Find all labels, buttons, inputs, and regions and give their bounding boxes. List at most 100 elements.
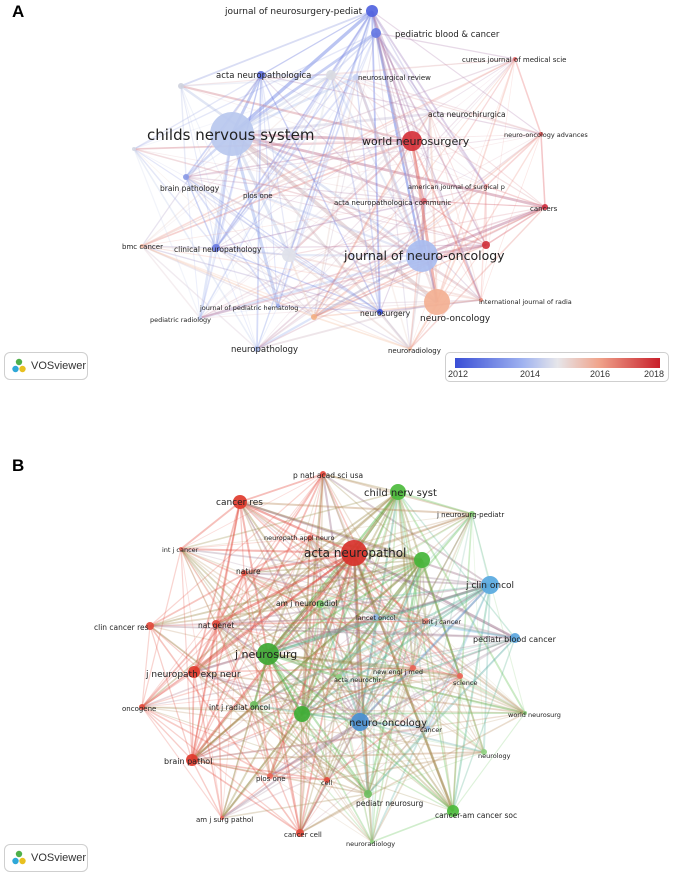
link-line [301, 559, 423, 715]
link-line [230, 133, 280, 307]
link-line [301, 713, 369, 795]
link-line [243, 572, 414, 669]
vosviewer-badge-text: VOSviewer [31, 360, 87, 372]
link-line [260, 74, 381, 313]
link-line [141, 706, 301, 834]
link-line [185, 74, 332, 178]
node-label-jns: j neurosurg [234, 648, 297, 661]
link-line [239, 473, 324, 503]
link-line [193, 491, 399, 673]
link-line [367, 667, 414, 795]
link-line [243, 559, 423, 574]
link-line [452, 584, 491, 812]
link-line [255, 193, 546, 208]
node-circle-cancer [426, 726, 430, 730]
link-line [375, 32, 487, 187]
link-line [371, 810, 454, 843]
link-line [452, 675, 461, 812]
link-line [149, 625, 301, 834]
link-line [260, 74, 542, 135]
link-line [231, 132, 413, 143]
link-line [427, 513, 473, 729]
link-line [141, 245, 258, 350]
node-circle-anc [428, 112, 432, 116]
link-line [367, 616, 377, 795]
link-line [459, 675, 526, 714]
link-line [215, 584, 491, 625]
node-circle-ca [447, 805, 459, 817]
node-circle-bmc [140, 244, 144, 248]
link-line [319, 473, 324, 605]
link-line [269, 775, 373, 843]
link-line [193, 667, 414, 673]
link-line [180, 85, 487, 187]
link-line [215, 247, 411, 350]
link-line [256, 305, 279, 350]
link-line [410, 140, 439, 303]
link-line [253, 704, 328, 781]
link-line [358, 559, 424, 723]
link-line [191, 559, 423, 761]
link-line [338, 676, 526, 714]
link-line [309, 537, 377, 618]
link-line [427, 584, 491, 729]
link-line [239, 501, 491, 586]
link-line [193, 473, 324, 673]
link-line [301, 584, 491, 715]
link-line [193, 616, 377, 673]
link-line [322, 473, 429, 729]
link-line [301, 637, 516, 715]
node-layer [132, 5, 548, 352]
link-line [299, 727, 429, 834]
link-line [322, 473, 399, 493]
link-line [313, 32, 377, 318]
link-line [193, 671, 373, 843]
link-line [288, 140, 413, 256]
link-line [485, 133, 542, 187]
link-line [141, 675, 461, 708]
node-circle-anp [341, 540, 367, 566]
link-line [266, 552, 356, 655]
link-line [239, 501, 301, 834]
link-line [141, 706, 485, 753]
link-line [215, 572, 245, 625]
node-circle-cc [296, 829, 304, 837]
node-label-nan: neuropath appl neuro [264, 534, 334, 542]
link-line [199, 10, 373, 319]
node-label-nature: nature [236, 567, 261, 576]
link-line [359, 620, 427, 723]
link-line [199, 206, 546, 319]
link-line [193, 559, 423, 673]
link-line [397, 491, 429, 729]
link-line [452, 637, 516, 812]
link-line [338, 675, 461, 678]
link-line [288, 206, 546, 256]
link-line [338, 637, 516, 678]
link-line [371, 10, 431, 115]
link-line [309, 537, 461, 677]
link-line [141, 616, 377, 708]
link-line [230, 132, 439, 304]
link-line [215, 513, 473, 625]
link-line [141, 706, 526, 714]
link-line [313, 185, 487, 318]
link-line [191, 620, 427, 761]
link-line [255, 193, 482, 301]
vosviewer-badge-b: VOSviewer [4, 844, 88, 872]
link-line [355, 76, 542, 135]
link-line [267, 603, 321, 655]
node-label-jnp: journal of neurosurgery-pediat [224, 7, 363, 17]
link-line [133, 148, 315, 318]
link-line [185, 176, 290, 256]
node-label-ajsp: american journal of surgical p [408, 183, 505, 191]
link-line [277, 58, 516, 307]
link-line [540, 133, 546, 208]
link-line [239, 501, 473, 515]
link-line [191, 759, 271, 777]
link-line [243, 572, 526, 714]
link-line [191, 637, 516, 761]
node-circle-bp2 [186, 754, 198, 766]
node-label-onc: oncogene [122, 705, 156, 713]
link-line [221, 667, 414, 819]
